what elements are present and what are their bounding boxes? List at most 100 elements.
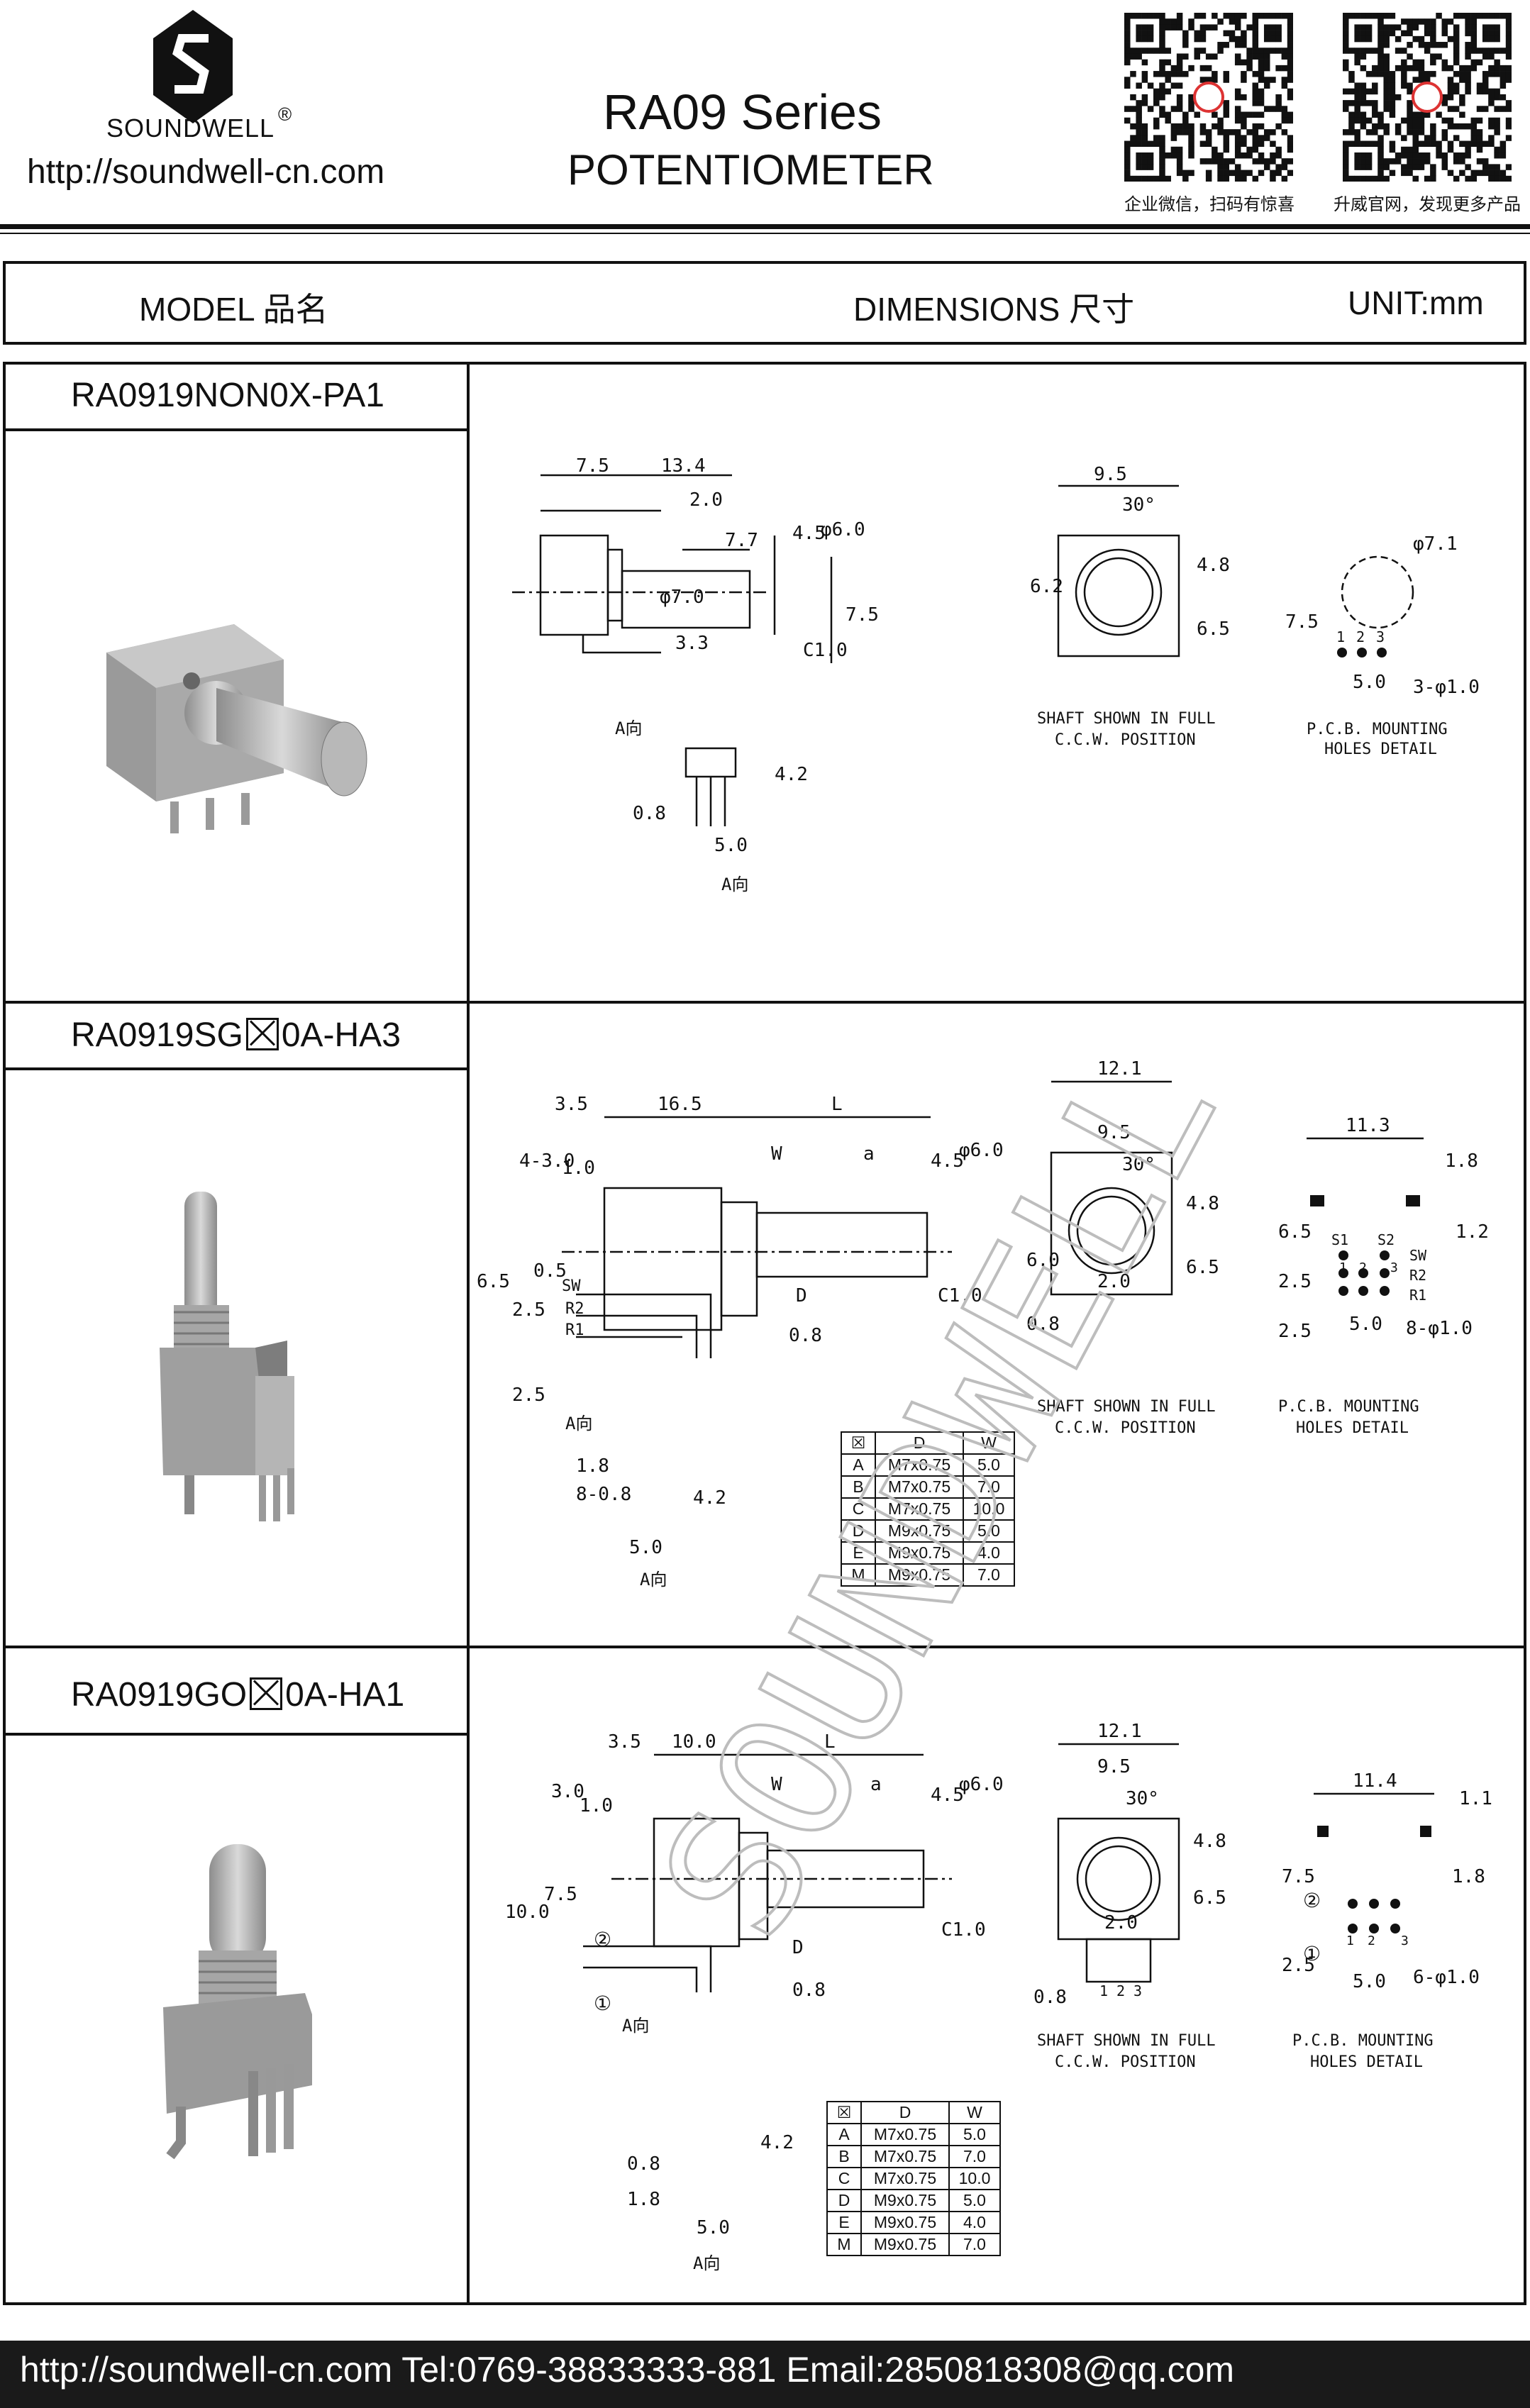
pin-number: 1 [1339, 1260, 1347, 1275]
variant-cell: B [841, 1475, 876, 1499]
dim-label: 6.5 [1278, 1221, 1312, 1243]
dim-label: 2.5 [512, 1299, 545, 1321]
dim-label: a [870, 1774, 882, 1795]
terminal-label: R2 [565, 1300, 584, 1318]
pin-number: 2 [1116, 1982, 1125, 1999]
variant-cell: M7x0.75 [875, 1453, 964, 1477]
dim-label: 4-3.0 [519, 1150, 575, 1172]
dim-label: 9.5 [1097, 1756, 1131, 1777]
model-cell-divider [3, 428, 468, 431]
pin-number: 2 [1356, 628, 1365, 645]
dim-label: 3.3 [675, 633, 709, 654]
model-cell-divider [3, 1067, 468, 1070]
dim-label: 12.1 [1097, 1058, 1142, 1080]
variant-header-cell: D [875, 1431, 964, 1455]
dim-label: 4.8 [1186, 1193, 1219, 1214]
footer-contact: http://soundwell-cn.com Tel:0769-3883333… [20, 2350, 1235, 2390]
dim-label: 3.0 [551, 1781, 584, 1802]
dim-label: 0.8 [789, 1325, 822, 1346]
dim-label: 7.5 [1285, 611, 1319, 633]
variant-cell: 5.0 [948, 2189, 1001, 2212]
variant-cell: 7.0 [963, 1475, 1015, 1499]
dim-label: 13.4 [661, 455, 706, 477]
wechat-qr-code-icon [1124, 13, 1293, 182]
view-direction-label: A向 [693, 2253, 720, 2273]
view-direction-label: A向 [565, 1414, 592, 1433]
shaft-note: SHAFT SHOWN IN FULL [1037, 1398, 1216, 1416]
view-direction-label: A向 [721, 875, 748, 894]
dim-label: φ6.0 [821, 519, 865, 540]
dim-label: 1.8 [1445, 1150, 1478, 1172]
dim-label: 6.5 [1193, 1887, 1226, 1909]
header-url[interactable]: http://soundwell-cn.com [27, 153, 385, 191]
terminal-label: R2 [1409, 1267, 1426, 1284]
footer-bar [0, 2341, 1530, 2408]
dim-label: W [771, 1143, 782, 1165]
variant-cell: M7x0.75 [860, 2145, 950, 2168]
dim-label: 3.5 [608, 1731, 641, 1753]
dim-label: 0.8 [1033, 1987, 1067, 2008]
shaft-note: C.C.W. POSITION [1055, 731, 1196, 749]
pcb-note: P.C.B. MOUNTING [1307, 721, 1448, 738]
variant-cell: 4.0 [948, 2211, 1001, 2234]
variant-cell: 10.0 [963, 1497, 1015, 1521]
dim-label: 7.5 [576, 455, 609, 477]
dim-label: C1.0 [941, 1919, 986, 1941]
dim-label: 4.2 [693, 1487, 726, 1509]
dim-label: 9.5 [1097, 1122, 1131, 1143]
table-header-row [3, 261, 1526, 345]
dim-label: 2.5 [1282, 1955, 1315, 1976]
dim-label: 0.8 [1026, 1314, 1060, 1335]
series-title: RA09 Series [603, 84, 882, 140]
terminal-marker: ② [594, 1928, 611, 1951]
variant-cell: C [826, 2167, 862, 2190]
shaft-note: SHAFT SHOWN IN FULL [1037, 2032, 1216, 2050]
variant-cell: 5.0 [963, 1519, 1015, 1543]
variant-cell: C [841, 1497, 876, 1521]
pin-number: 2 [1359, 1260, 1367, 1275]
series-subtitle: POTENTIOMETER [567, 146, 934, 194]
pin-number: 3 [1133, 1982, 1142, 1999]
terminal-label: SW [1409, 1247, 1427, 1264]
dim-label: 0.5 [533, 1260, 567, 1282]
dim-label: 8-0.8 [576, 1484, 631, 1505]
header-rule-thin [0, 233, 1530, 234]
drawing-section-2: 3.5 16.5 L W a 4.5 φ6.0 4-3.0 1.0 0.5 6.… [477, 1058, 1489, 1589]
variant-marker-icon [250, 1677, 283, 1710]
dim-label: 6-φ1.0 [1413, 1967, 1480, 1988]
row-divider [3, 1001, 1526, 1004]
dim-label: 6.5 [1186, 1257, 1219, 1278]
variant-cell: 5.0 [963, 1453, 1015, 1477]
dim-label: 1.0 [580, 1795, 613, 1816]
terminal-marker: ① [594, 1992, 611, 2015]
dim-label: 5.0 [1353, 672, 1386, 693]
dim-label: 7.5 [544, 1884, 577, 1905]
dim-label: 6.2 [1030, 576, 1063, 597]
dim-label: 1.0 [562, 1158, 595, 1179]
terminal-label: S2 [1377, 1231, 1395, 1248]
dim-label: 5.0 [629, 1537, 663, 1558]
view-direction-label: A向 [622, 2016, 649, 2036]
dim-label: 5.0 [1353, 1971, 1386, 1992]
pcb-note: HOLES DETAIL [1310, 2053, 1423, 2071]
pin-number: 2 [1368, 1933, 1375, 1948]
variant-cell: M9x0.75 [875, 1519, 964, 1543]
variant-cell: M7x0.75 [875, 1497, 964, 1521]
dim-label: 0.8 [792, 1980, 826, 2001]
dim-label: C1.0 [803, 640, 848, 661]
dim-label: 11.3 [1346, 1115, 1390, 1136]
dim-label: 4.5 [931, 1785, 964, 1806]
dim-label: 11.4 [1353, 1770, 1397, 1792]
dim-label: 12.1 [1097, 1721, 1142, 1742]
dim-label: 4.5 [931, 1150, 964, 1172]
variant-cell: M9x0.75 [860, 2233, 950, 2256]
dim-label: 7.5 [846, 604, 879, 626]
shaft-note: SHAFT SHOWN IN FULL [1037, 710, 1216, 728]
variant-header-cell: ☒ [826, 2101, 862, 2124]
variant-cell: D [826, 2189, 862, 2212]
